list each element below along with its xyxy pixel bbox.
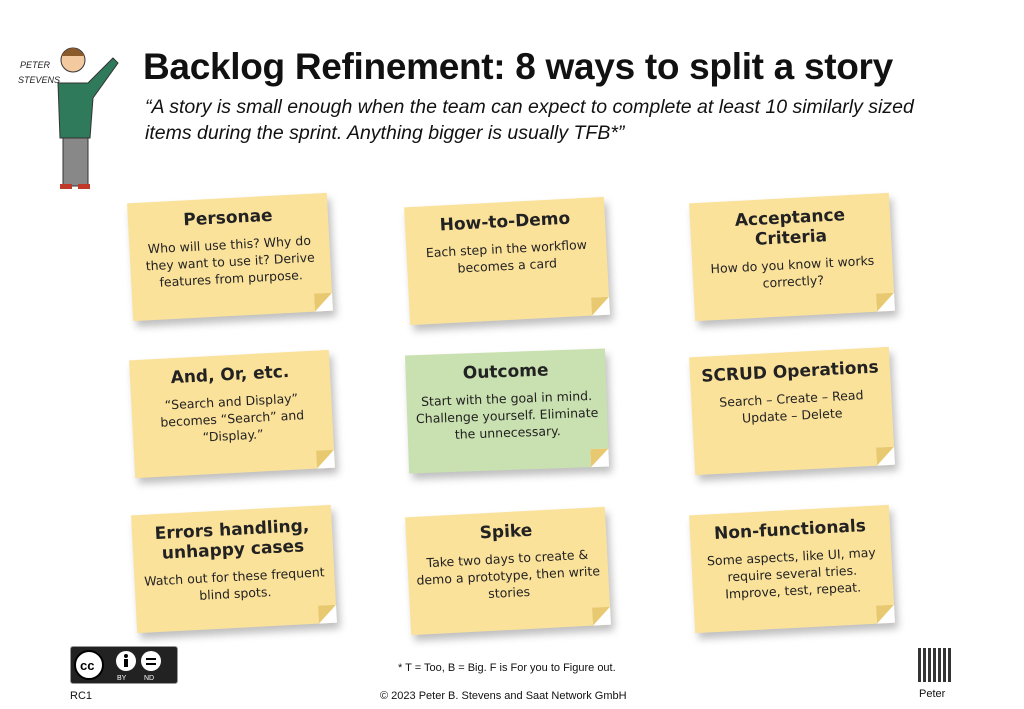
note-title: Spike [479,520,533,544]
svg-text:PETER: PETER [20,60,51,70]
note-title: Outcome [462,360,549,384]
note-text: Search – Create – Read Update – Delete [718,387,864,426]
creative-commons-icon: cc BY ND [74,650,161,682]
note-text: “Search and Display” becomes “Search” an… [159,390,305,445]
note-title: SCRUD Operations [700,357,880,387]
note-title: How-to-Demo [439,208,571,236]
note-text: Who will use this? Why do they want to u… [145,232,316,290]
version-label: RC1 [70,690,93,702]
svg-text:STEVENS: STEVENS [18,75,60,85]
note-title: Errors handling, unhappy cases [154,516,310,564]
footnote: * T = Too, B = Big. F is For you to Figu… [398,662,616,674]
note-text: How do you know it works correctly? [710,252,875,291]
svg-text:cc: cc [80,658,94,673]
svg-text:ND: ND [144,675,154,682]
note-text: Watch out for these frequent blind spots… [143,564,325,603]
qr-label: Peter [919,688,946,700]
cc-license-badge[interactable]: cc BY ND [70,646,178,684]
note-text: Some aspects, like UI, may require sever… [706,544,877,602]
note-title: Personae [182,205,274,231]
note-and-or: And, Or, etc.“Search and Display” become… [129,349,335,479]
page-title: Backlog Refinement: 8 ways to split a st… [143,46,893,87]
note-title: And, Or, etc. [170,361,290,389]
copyright: © 2023 Peter B. Stevens and Saat Network… [380,690,627,702]
note-title: Acceptance Criteria [734,205,846,250]
note-title: Non-functionals [713,516,867,545]
peter-avatar-illustration: PETER STEVENS [18,47,119,189]
note-text: Start with the goal in mind. Challenge y… [415,388,599,442]
qr-code-icon[interactable] [918,648,952,682]
svg-text:BY: BY [117,675,127,682]
note-text: Each step in the workflow becomes a card [425,236,588,276]
note-text: Take two days to create & demo a prototy… [416,546,601,602]
quote: “A story is small enough when the team c… [145,96,914,144]
